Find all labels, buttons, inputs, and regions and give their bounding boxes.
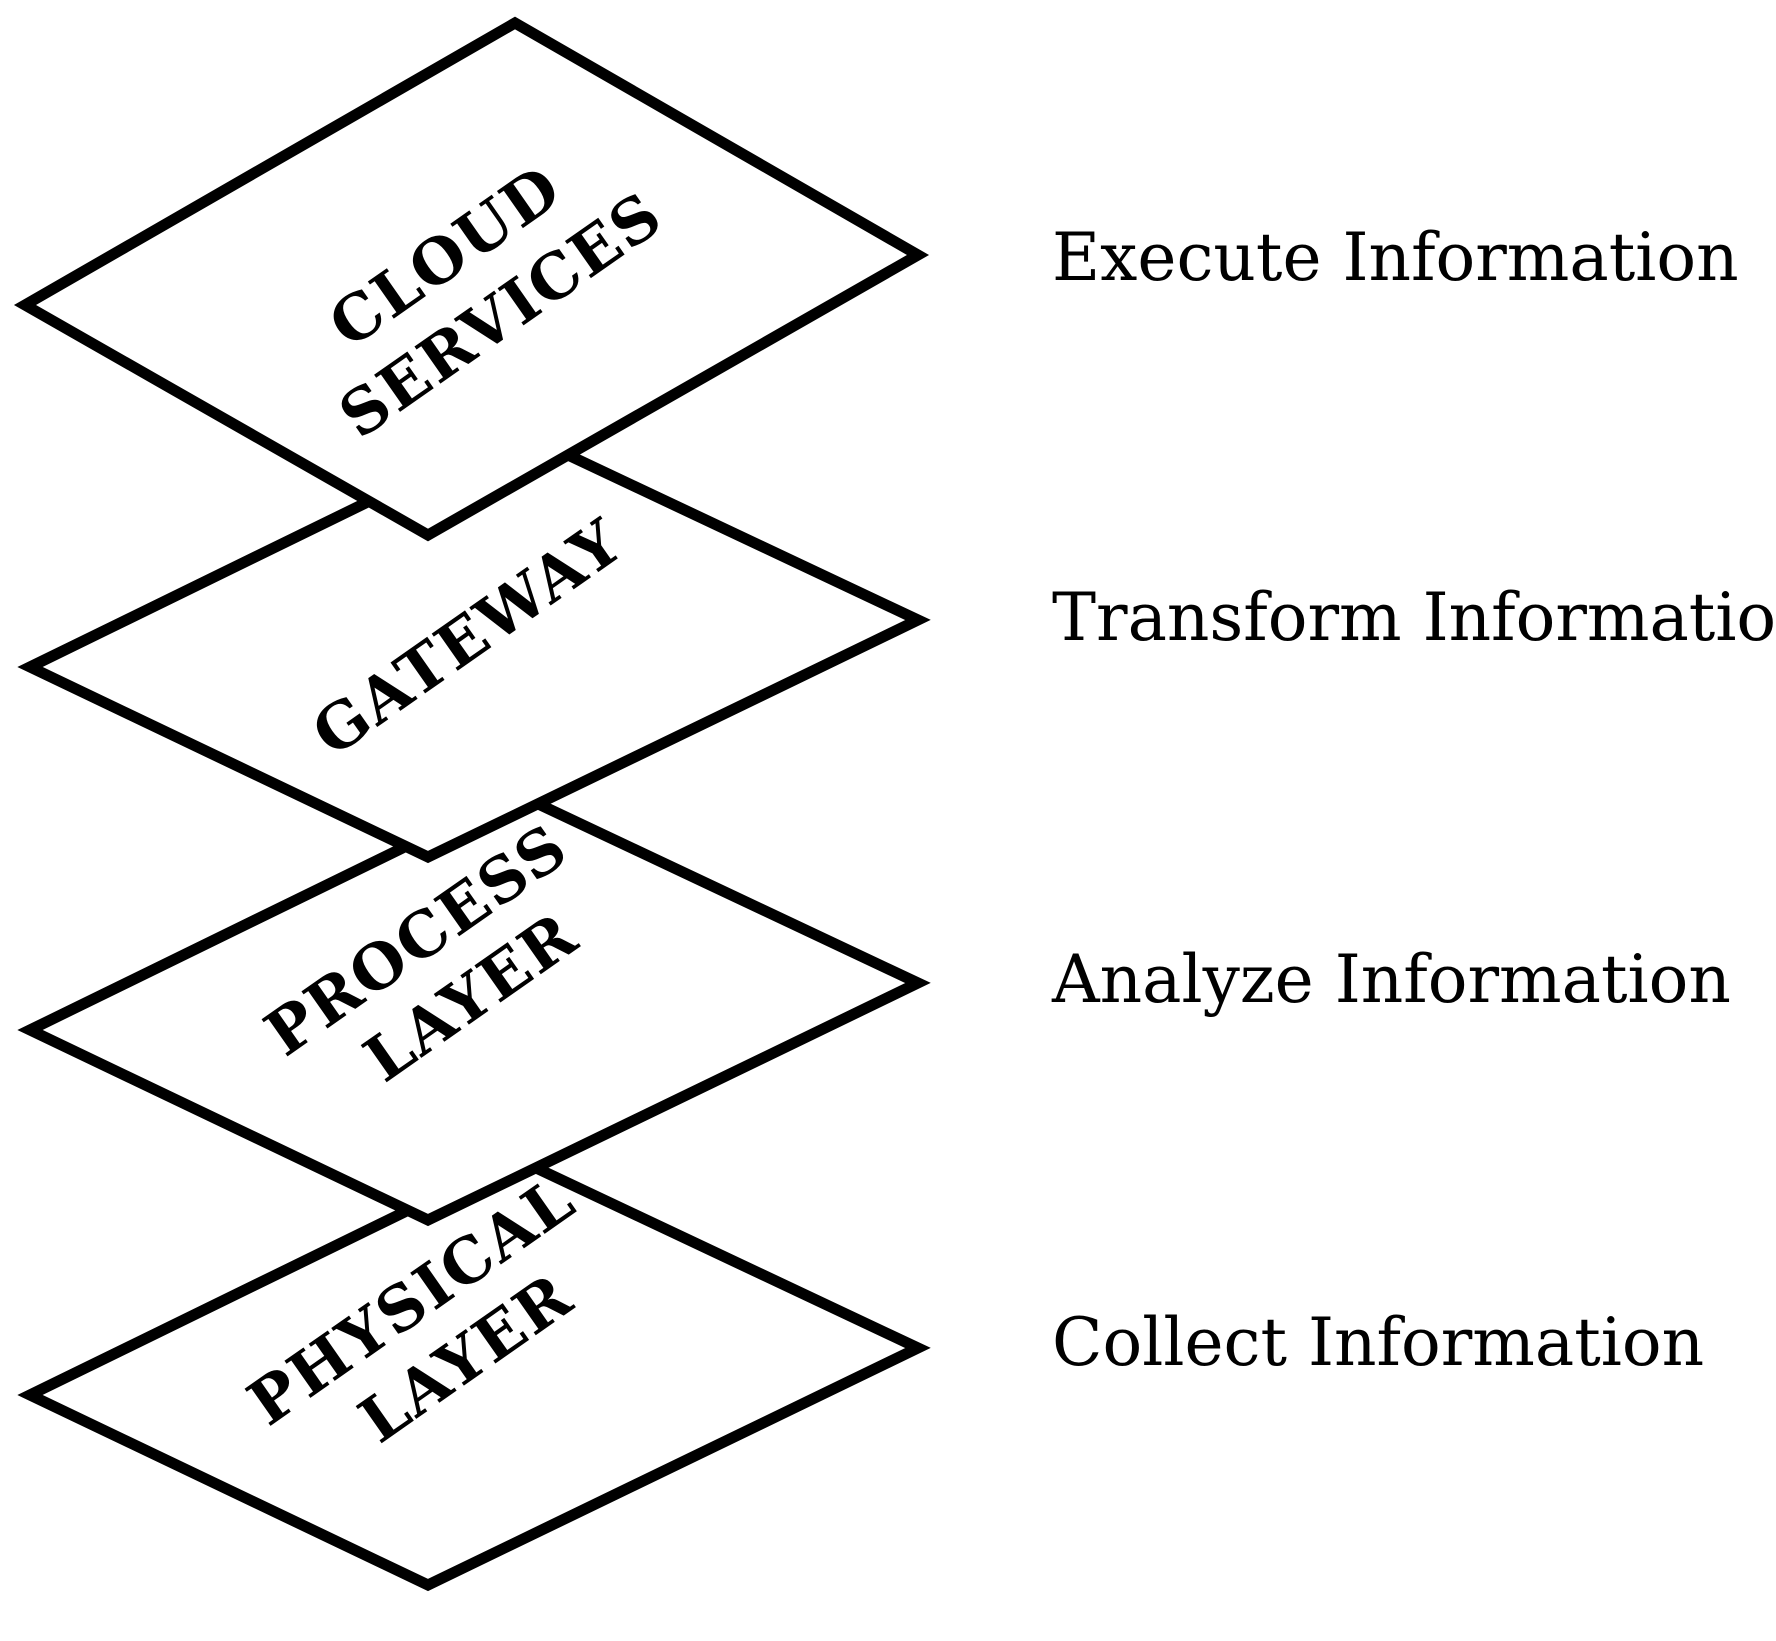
layer-gateway: GATEWAY Transform Information <box>17 423 1776 864</box>
layer-physical: PHYSICAL LAYER Collect Information <box>17 1151 1704 1592</box>
execute-information-text: Execute Information <box>1052 219 1739 296</box>
transform-information-text: Transform Information <box>1052 579 1776 656</box>
collect-information-text: Collect Information <box>1052 1304 1704 1381</box>
layer-process: PROCESS LAYER Analyze Information <box>17 786 1731 1227</box>
process-layer-plane <box>17 786 931 1227</box>
physical-layer-plane <box>17 1151 931 1592</box>
layer-cloud-services: CLOUD SERVICES Execute Information <box>13 16 1739 542</box>
cloud-services-plane <box>13 16 930 542</box>
analyze-information-text: Analyze Information <box>1051 941 1731 1018</box>
gateway-plane <box>17 423 931 864</box>
